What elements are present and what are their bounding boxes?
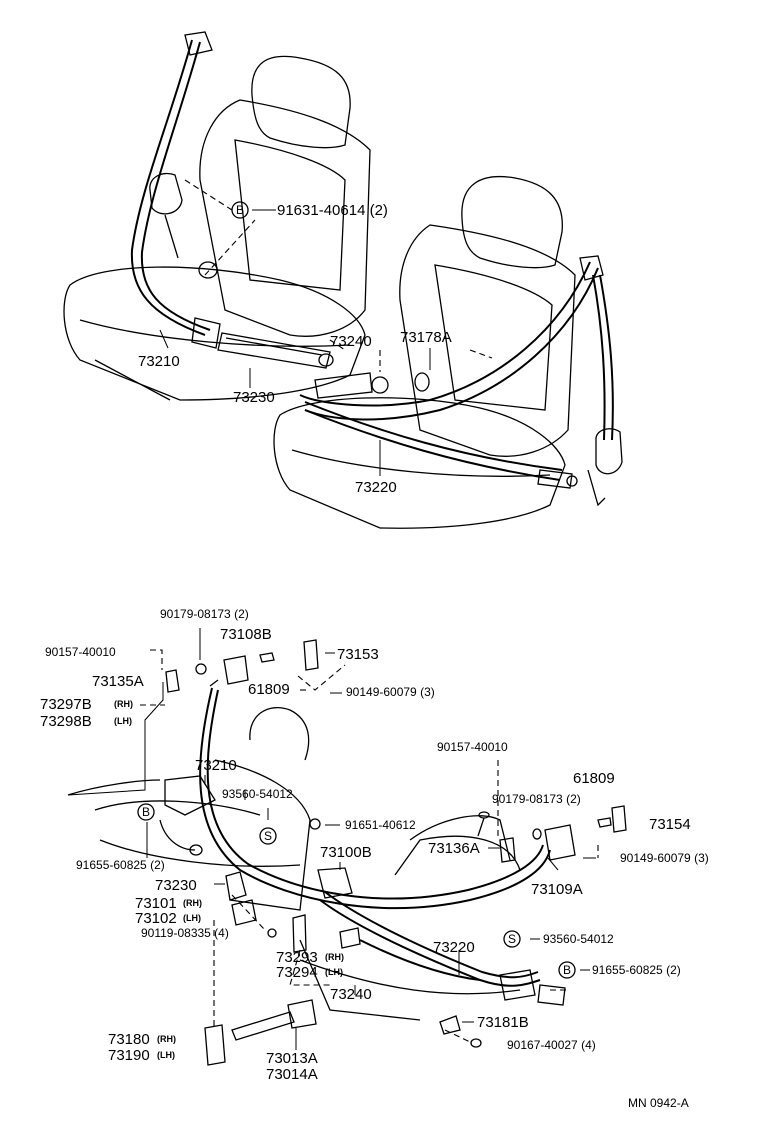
callout-73014A: 73014A — [266, 1066, 318, 1083]
upper-callouts: B 91631-40614 (2) 73210 73230 73240 7317… — [138, 201, 452, 496]
callout-73190: 73190 — [108, 1047, 150, 1064]
b-marker-right: B — [563, 963, 571, 977]
callout-73109A: 73109A — [531, 881, 583, 898]
callout-73294: 73294 — [276, 964, 318, 981]
callout-90149-60079-left: 90149-60079 (3) — [346, 685, 435, 699]
s-marker-right: S — [508, 932, 516, 946]
s-marker-circle-left — [259, 827, 277, 845]
callout-61809-left: 61809 — [248, 681, 290, 698]
callout-73210-lower: 73210 — [195, 757, 237, 774]
callout-73154: 73154 — [649, 816, 691, 833]
callout-73100B: 73100B — [320, 844, 372, 861]
callout-73108B: 73108B — [220, 626, 272, 643]
callout-73297B: 73297B — [40, 696, 92, 713]
callout-73178A: 73178A — [400, 329, 452, 346]
callout-93560-54012-left: 93560-54012 — [222, 787, 293, 801]
rh-note-73293: (RH) — [325, 952, 344, 962]
callout-73101: 73101 — [135, 895, 177, 912]
callout-73240-upper: 73240 — [330, 333, 372, 350]
callout-93560-54012-right: 93560-54012 — [543, 932, 614, 946]
callout-73220-upper: 73220 — [355, 479, 397, 496]
callout-73135A: 73135A — [92, 673, 144, 690]
callout-73102: 73102 — [135, 910, 177, 927]
lower-callouts: 90179-08173 (2) 73108B 73153 90157-40010… — [40, 607, 709, 1083]
rh-note-73101: (RH) — [183, 898, 202, 908]
b-marker-upper: B — [236, 203, 244, 217]
callout-73298B: 73298B — [40, 713, 92, 730]
diagram-code: MN 0942-A — [628, 1096, 689, 1110]
callout-73220-lower: 73220 — [433, 939, 475, 956]
callout-90157-40010-left: 90157-40010 — [45, 645, 116, 659]
lh-note-73102: (LH) — [183, 913, 201, 923]
callout-90167-40027: 90167-40027 (4) — [507, 1038, 596, 1052]
callout-73153: 73153 — [337, 646, 379, 663]
callout-90149-60079-right: 90149-60079 (3) — [620, 851, 709, 865]
callout-73240-lower: 73240 — [330, 986, 372, 1003]
lh-note-73294: (LH) — [325, 967, 343, 977]
b-marker-left: B — [142, 805, 150, 819]
callout-73013A: 73013A — [266, 1050, 318, 1067]
callout-91655-60825-left: 91655-60825 (2) — [76, 858, 165, 872]
lh-note-73190: (LH) — [157, 1050, 175, 1060]
callout-73293: 73293 — [276, 949, 318, 966]
b-marker-circle-right — [558, 961, 576, 979]
rh-note-73297B: (RH) — [114, 699, 133, 709]
callout-90119-08335: 90119-08335 (4) — [141, 926, 229, 940]
b-marker-circle-left — [137, 803, 155, 821]
callout-73180: 73180 — [108, 1031, 150, 1048]
callout-90157-40010-right: 90157-40010 — [437, 740, 508, 754]
callout-91631-40614: 91631-40614 (2) — [277, 202, 388, 219]
callout-73181B: 73181B — [477, 1014, 529, 1031]
callout-90179-08173-top: 90179-08173 (2) — [160, 607, 249, 621]
callout-73230-lower: 73230 — [155, 877, 197, 894]
callout-73230-upper: 73230 — [233, 389, 275, 406]
rh-note-73180: (RH) — [157, 1034, 176, 1044]
callout-61809-right: 61809 — [573, 770, 615, 787]
lh-note-73298B: (LH) — [114, 716, 132, 726]
lower-assembly-illustration — [67, 628, 627, 1066]
b-marker-circle-upper — [231, 201, 249, 219]
s-marker-circle-right — [503, 930, 521, 948]
callout-73136A: 73136A — [428, 840, 480, 857]
callout-91651-40612: 91651-40612 — [345, 818, 416, 832]
callout-90179-08173-right: 90179-08173 (2) — [492, 792, 581, 806]
upper-assembly-illustration — [63, 31, 623, 529]
callout-91655-60825-right: 91655-60825 (2) — [592, 963, 681, 977]
s-marker-left: S — [264, 829, 272, 843]
callout-73210-upper: 73210 — [138, 353, 180, 370]
